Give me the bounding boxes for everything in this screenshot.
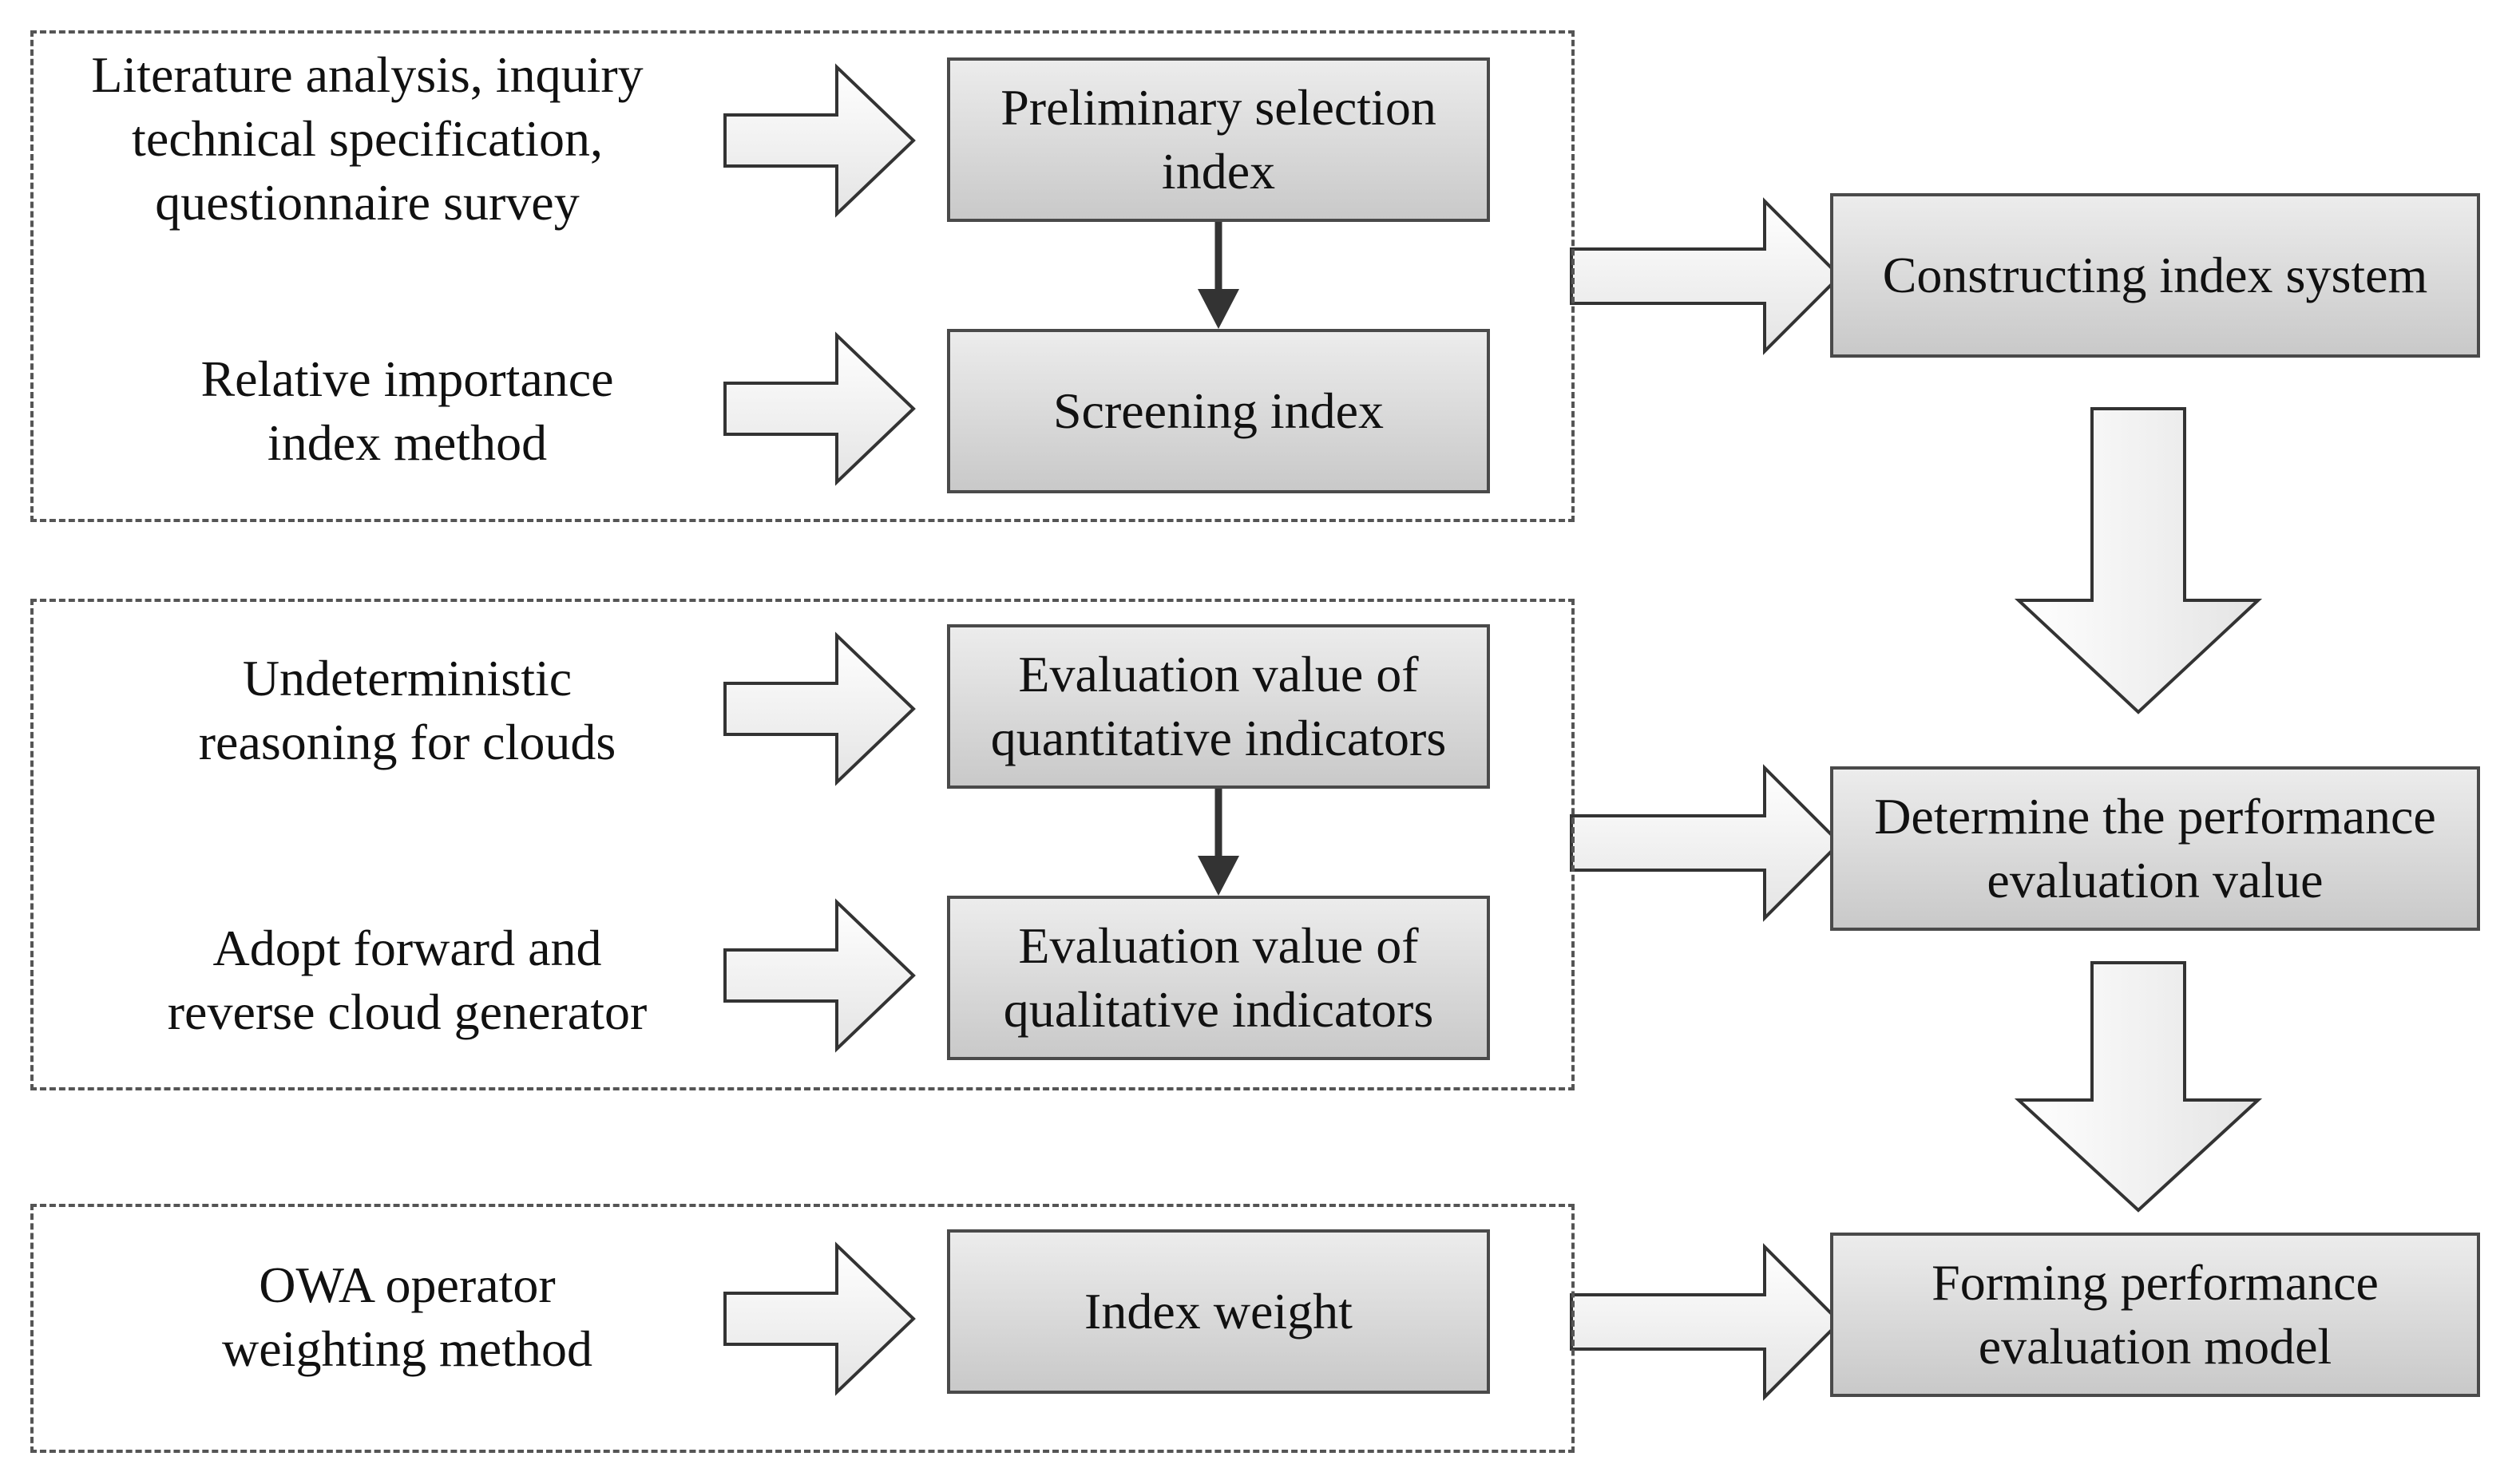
down-arrow-1 <box>2014 407 2263 714</box>
group-frame-weighting <box>30 1204 1575 1453</box>
input-arrow-1 <box>723 63 916 218</box>
group-arrow-3 <box>1570 1243 1842 1401</box>
output-performance-evaluation-model: Forming performance evaluation model <box>1830 1233 2480 1397</box>
group-frame-evaluation-values <box>30 599 1575 1090</box>
input-label-relative-importance: Relative importance index method <box>48 343 767 479</box>
input-label-text: Adopt forward and reverse cloud generato… <box>167 920 648 1040</box>
step-connector-2-head <box>1198 856 1239 896</box>
step-label: Screening index <box>1052 382 1385 439</box>
input-label-undeterministic-reasoning: Undeterministic reasoning for clouds <box>48 639 767 782</box>
input-label-text: Undeterministic reasoning for clouds <box>198 650 616 770</box>
output-label: Constructing index system <box>1882 247 2428 303</box>
output-label: Determine the performance evaluation val… <box>1874 788 2436 908</box>
step-qualitative-evaluation-value: Evaluation value of qualitative indicato… <box>947 896 1490 1060</box>
output-constructing-index-system: Constructing index system <box>1830 193 2480 358</box>
input-label-text: OWA operator weighting method <box>222 1256 592 1377</box>
output-label: Forming performance evaluation model <box>1932 1254 2379 1375</box>
step-label: Index weight <box>1084 1283 1353 1340</box>
group-frame-index-construction <box>30 30 1575 522</box>
group-arrow-1 <box>1570 197 1842 355</box>
input-arrow-2 <box>723 331 916 486</box>
input-label-text: Literature analysis, inquiry technical s… <box>91 46 644 231</box>
step-index-weight: Index weight <box>947 1229 1490 1394</box>
input-label-literature-analysis: Literature analysis, inquiry technical s… <box>48 46 687 231</box>
step-label: Preliminary selection index <box>1000 79 1436 200</box>
input-arrow-4 <box>723 898 916 1053</box>
step-connector-1-head <box>1198 289 1239 329</box>
input-label-text: Relative importance index method <box>200 350 614 471</box>
group-arrow-2 <box>1570 764 1842 922</box>
step-quantitative-evaluation-value: Evaluation value of quantitative indicat… <box>947 624 1490 789</box>
input-arrow-5 <box>723 1241 916 1396</box>
step-label: Evaluation value of qualitative indicato… <box>1003 917 1434 1038</box>
step-preliminary-selection-index: Preliminary selection index <box>947 57 1490 222</box>
input-label-owa-operator: OWA operator weighting method <box>48 1245 767 1389</box>
input-arrow-3 <box>723 631 916 786</box>
step-label: Evaluation value of quantitative indicat… <box>990 646 1447 766</box>
down-arrow-2 <box>2014 961 2263 1213</box>
input-label-cloud-generator: Adopt forward and reverse cloud generato… <box>48 908 767 1052</box>
output-performance-evaluation-value: Determine the performance evaluation val… <box>1830 766 2480 931</box>
step-screening-index: Screening index <box>947 329 1490 493</box>
